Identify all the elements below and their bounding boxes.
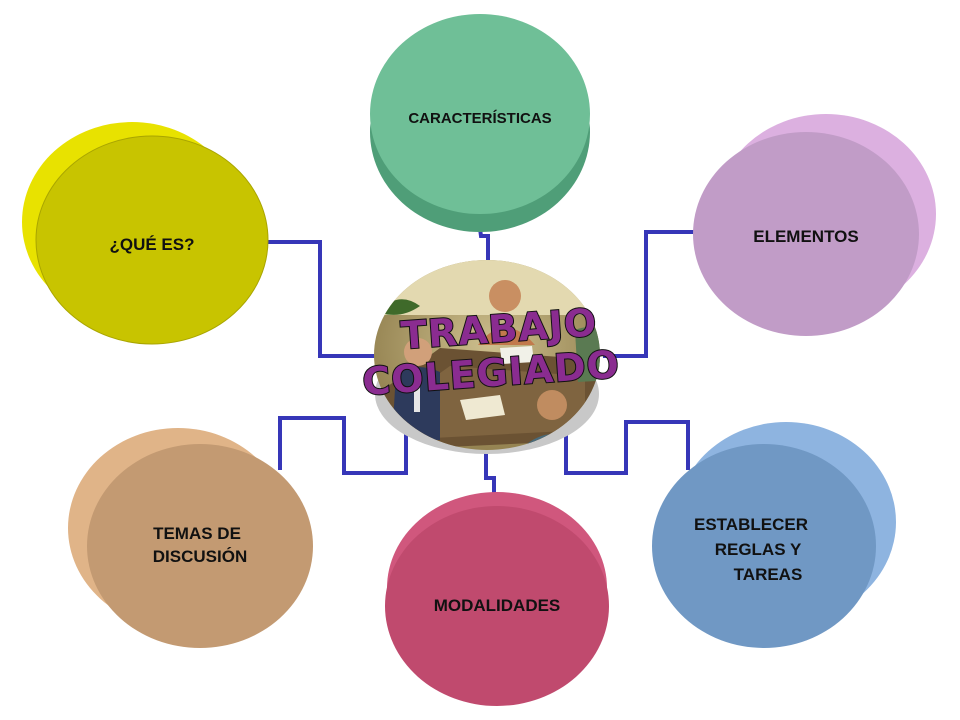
node-temas-line2: DISCUSIÓN <box>153 547 247 566</box>
connector-elementos <box>603 230 694 358</box>
node-temas-top <box>87 444 313 648</box>
node-caracteristicas[interactable]: CARACTERÍSTICAS <box>370 14 590 232</box>
connector-que-es <box>268 240 376 358</box>
node-modalidades-top <box>385 506 609 706</box>
node-que-es[interactable]: ¿QUÉ ES? <box>22 122 269 345</box>
node-que-es-label: ¿QUÉ ES? <box>109 235 194 254</box>
meeting-illustration <box>374 260 600 450</box>
node-caracteristicas-top <box>370 14 590 214</box>
node-que-es-top <box>35 135 269 345</box>
connector-establecer <box>564 418 690 475</box>
node-temas[interactable]: TEMAS DE DISCUSIÓN <box>68 428 313 648</box>
node-establecer-line1: ESTABLECER <box>694 515 808 534</box>
connectors <box>268 213 694 494</box>
center-node[interactable]: TRABAJO COLEGIADO <box>360 255 622 455</box>
node-establecer-line2: REGLAS Y <box>715 540 802 559</box>
node-establecer-line3: TAREAS <box>734 565 803 584</box>
node-elementos-label: ELEMENTOS <box>753 227 858 246</box>
connector-temas <box>278 416 408 475</box>
node-temas-line1: TEMAS DE <box>153 524 241 543</box>
node-modalidades[interactable]: MODALIDADES <box>385 492 609 706</box>
node-establecer-top <box>652 444 876 648</box>
node-establecer[interactable]: ESTABLECER REGLAS Y TAREAS <box>652 422 896 648</box>
node-elementos-top <box>693 132 919 336</box>
node-modalidades-label: MODALIDADES <box>434 596 561 615</box>
node-caracteristicas-label: CARACTERÍSTICAS <box>408 110 551 127</box>
node-elementos[interactable]: ELEMENTOS <box>693 114 936 336</box>
connector-modalidades <box>484 450 496 494</box>
